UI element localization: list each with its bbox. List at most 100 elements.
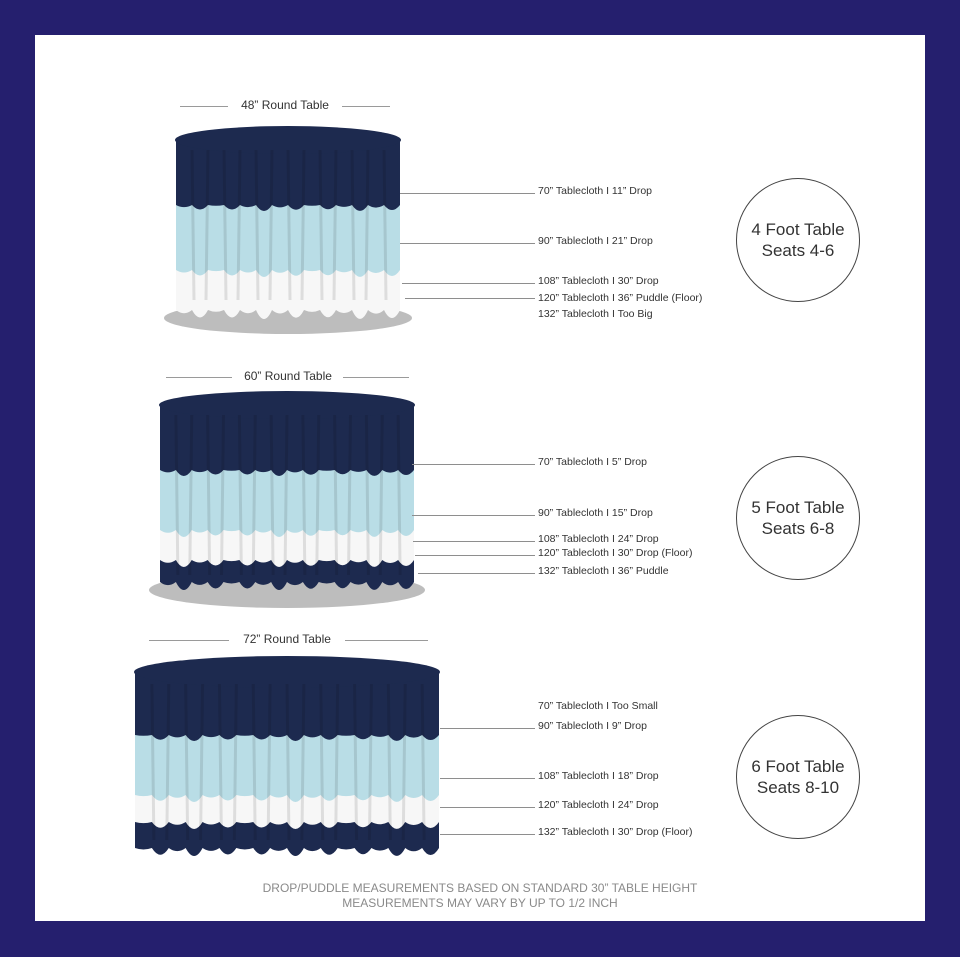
fold-shading [285, 683, 291, 841]
fold-shading [286, 149, 292, 301]
size-label: 120” Tablecloth I 36” Puddle (Floor) [538, 292, 703, 304]
title-rule-left [180, 106, 228, 107]
leader-line [440, 728, 535, 729]
fold-shading [220, 414, 225, 576]
fold-shading [347, 414, 352, 576]
fold-shading [199, 683, 205, 841]
fold-shading [333, 414, 339, 576]
leader-line [413, 541, 535, 542]
title-rule-left [166, 377, 232, 378]
band-navy [176, 140, 400, 211]
size-label: 108” Tablecloth I 24” Drop [538, 533, 659, 545]
table-size-badge: 4 Foot Table Seats 4-6 [736, 178, 860, 302]
size-label: 108” Tablecloth I 18” Drop [538, 770, 659, 782]
fold-shading [188, 414, 194, 576]
tabletop [134, 656, 440, 688]
leader-line [440, 778, 535, 779]
size-label: 90” Tablecloth I 15” Drop [538, 507, 653, 519]
leader-line [418, 573, 535, 574]
leader-line [440, 834, 535, 835]
fold-shading [315, 414, 321, 576]
table-size-badge: 6 Foot Table Seats 8-10 [736, 715, 860, 839]
leader-line [440, 807, 535, 808]
size-label: 132” Tablecloth I 30” Drop (Floor) [538, 826, 693, 838]
leader-line [400, 193, 535, 194]
size-label: 70” Tablecloth I Too Small [538, 700, 658, 712]
fold-shading [150, 683, 156, 841]
leader-line [405, 298, 535, 299]
fold-shading [206, 414, 212, 576]
leader-line [402, 283, 535, 284]
title-rule-right [343, 377, 409, 378]
size-label: 132” Tablecloth I Too Big [538, 308, 653, 320]
fold-shading [217, 683, 223, 841]
badge-line: Seats 4-6 [761, 241, 835, 260]
leader-line [412, 464, 535, 465]
fold-shading [401, 683, 407, 841]
tabletop [159, 391, 415, 419]
fold-shading [350, 149, 356, 301]
fold-shading [334, 683, 340, 841]
badge-line: 5 Foot Table [751, 498, 845, 517]
size-label: 120” Tablecloth I 24” Drop [538, 799, 659, 811]
fold-shading [364, 149, 370, 301]
size-label: 108” Tablecloth I 30” Drop [538, 275, 659, 287]
size-label: 132” Tablecloth I 36” Puddle [538, 565, 669, 577]
size-label: 70” Tablecloth I 5” Drop [538, 456, 647, 468]
badge-line: Seats 6-8 [761, 519, 835, 538]
fold-shading [300, 683, 306, 841]
fold-shading [353, 683, 359, 841]
title-rule-right [345, 640, 428, 641]
fold-shading [204, 149, 210, 301]
fold-shading [190, 149, 196, 301]
size-label: 90” Tablecloth I 9” Drop [538, 720, 647, 732]
title-rule-left [149, 640, 229, 641]
fold-shading [266, 683, 272, 841]
fold-shading [174, 414, 180, 576]
band-navy [135, 672, 439, 741]
fold-shading [386, 683, 392, 841]
badge-line: 4 Foot Table [751, 220, 845, 239]
fold-shading [364, 414, 370, 576]
fold-shading [251, 683, 257, 841]
fold-shading [222, 149, 228, 301]
size-label: 90” Tablecloth I 21” Drop [538, 235, 653, 247]
fold-shading [332, 149, 338, 301]
size-label: 70” Tablecloth I 11” Drop [538, 185, 653, 197]
tabletop [175, 126, 401, 154]
table-title-48: 48” Round Table [241, 98, 329, 112]
fold-shading [165, 683, 171, 841]
fold-shading [378, 414, 384, 576]
fold-shading [251, 414, 257, 576]
size-label: 120” Tablecloth I 30” Drop (Floor) [538, 547, 693, 559]
fold-shading [232, 683, 238, 841]
table-size-badge: 5 Foot Table Seats 6-8 [736, 456, 860, 580]
fold-shading [184, 683, 190, 841]
fold-shading [420, 683, 426, 841]
fold-shading [367, 683, 373, 841]
fold-shading [396, 414, 402, 576]
table-title-72: 72” Round Table [243, 632, 331, 646]
leader-line [415, 555, 535, 556]
badge-line: 6 Foot Table [751, 757, 845, 776]
fold-shading [300, 149, 306, 301]
fold-shading [283, 414, 289, 576]
band-navy [160, 405, 414, 476]
fold-shading [236, 149, 242, 301]
fold-shading [269, 414, 275, 576]
fold-shading [301, 414, 307, 576]
fold-shading [319, 683, 325, 841]
fold-shading [237, 414, 243, 576]
fold-shading [254, 149, 260, 301]
fold-shading [268, 149, 274, 301]
table-title-60: 60” Round Table [244, 369, 332, 383]
fold-shading [382, 149, 388, 301]
leader-line [412, 515, 535, 516]
title-rule-right [342, 106, 390, 107]
footnote-line: DROP/PUDDLE MEASUREMENTS BASED ON STANDA… [262, 881, 698, 895]
leader-line [400, 243, 535, 244]
badge-line: Seats 8-10 [756, 778, 840, 797]
footnote-line: MEASUREMENTS MAY VARY BY UP TO 1/2 INCH [342, 896, 618, 910]
fold-shading [318, 149, 324, 301]
